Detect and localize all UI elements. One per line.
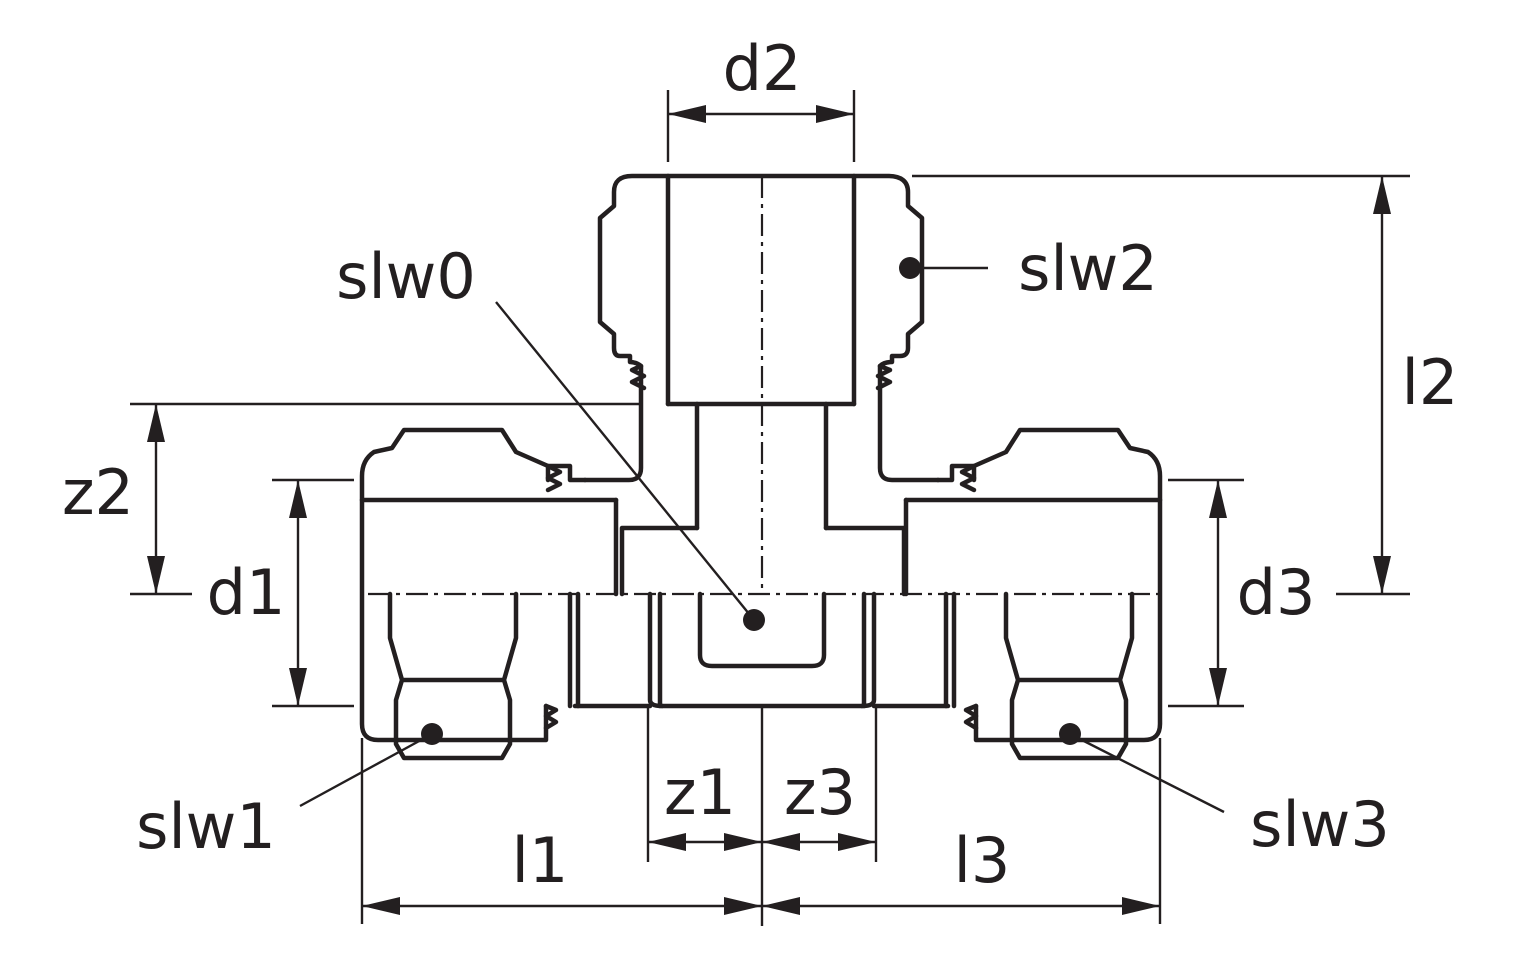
label-slw2: slw2 — [1018, 232, 1158, 305]
label-l3: l3 — [954, 824, 1011, 897]
label-l2: l2 — [1402, 346, 1459, 419]
label-l1: l1 — [512, 824, 569, 897]
dimension-lines — [130, 90, 1410, 926]
label-d3: d3 — [1237, 556, 1316, 629]
slw1-dot — [421, 723, 443, 745]
label-z3: z3 — [784, 756, 856, 829]
center-lines — [368, 176, 1158, 596]
fitting-body — [567, 173, 957, 709]
slw0-leader — [495, 301, 755, 621]
label-slw3: slw3 — [1250, 788, 1390, 861]
slw2-dot — [899, 257, 921, 279]
slw3-leader — [1069, 732, 1225, 814]
leaders — [299, 257, 1225, 814]
slw3-dot — [1059, 723, 1081, 745]
slw0-dot — [743, 609, 765, 631]
label-slw0: slw0 — [336, 240, 476, 313]
label-d1: d1 — [207, 556, 286, 629]
label-z1: z1 — [664, 756, 736, 829]
right-nut — [903, 427, 1163, 761]
label-slw1: slw1 — [136, 790, 276, 863]
left-nut — [359, 427, 619, 761]
slw1-leader — [299, 732, 433, 808]
label-d2: d2 — [723, 32, 802, 105]
label-z2: z2 — [62, 456, 134, 529]
labels: d2 slw0 slw2 l2 z2 d1 d3 z1 z3 slw1 slw3… — [62, 32, 1458, 897]
